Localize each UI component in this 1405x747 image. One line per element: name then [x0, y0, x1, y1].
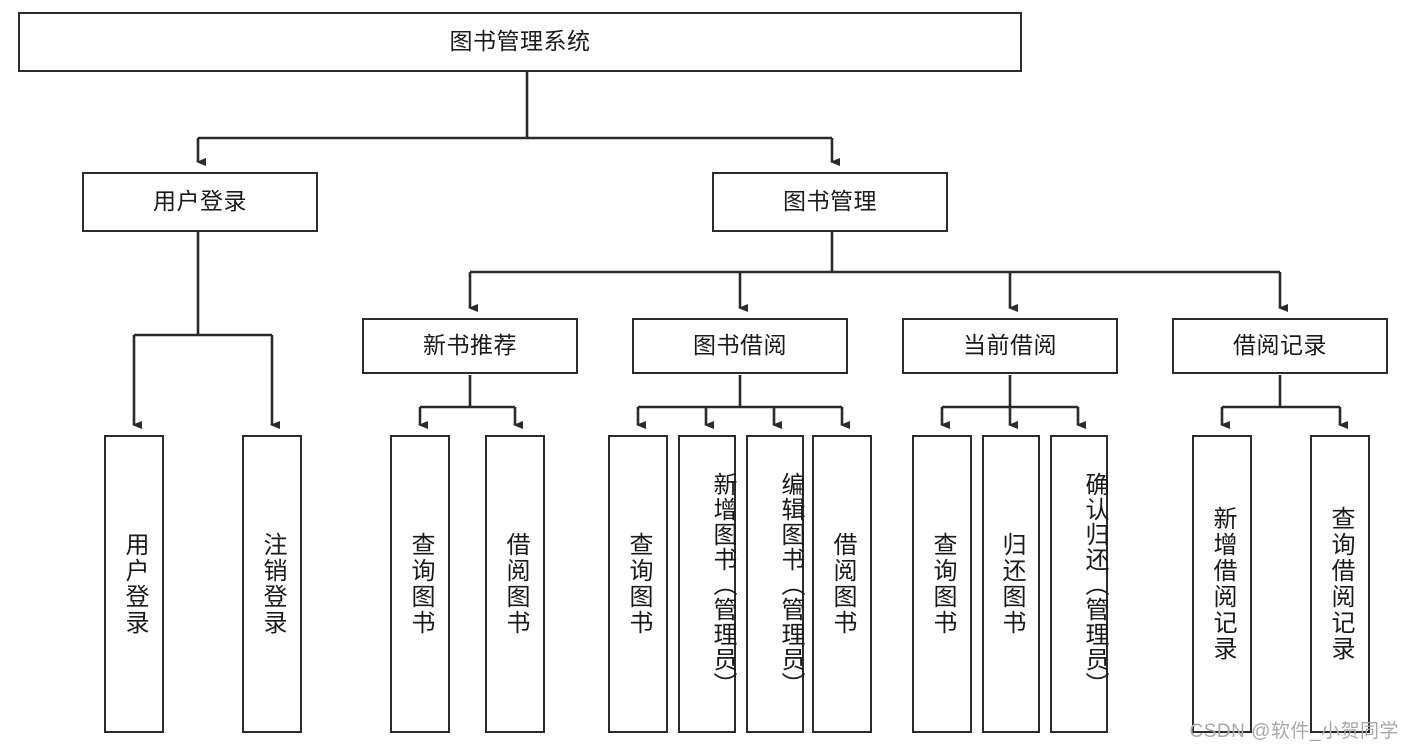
- node-leaf-add-record[interactable]: 新增借阅记录: [1192, 435, 1252, 733]
- node-root-label: 图书管理系统: [449, 28, 591, 55]
- node-book-manage[interactable]: 图书管理: [712, 172, 948, 232]
- node-new-book-recommend-label: 新书推荐: [423, 332, 517, 359]
- node-leaf-return-book-label: 归还图书: [998, 532, 1025, 636]
- node-book-borrow-label: 图书借阅: [693, 332, 787, 359]
- node-leaf-borrow-book-1[interactable]: 借阅图书: [485, 435, 545, 733]
- node-leaf-borrow-book-1-label: 借阅图书: [502, 532, 529, 636]
- node-book-borrow[interactable]: 图书借阅: [632, 318, 848, 374]
- node-borrow-record-label: 借阅记录: [1233, 332, 1327, 359]
- node-leaf-user-login-label: 用户登录: [121, 532, 148, 636]
- node-leaf-query-book-1-label: 查询图书: [407, 532, 434, 636]
- node-leaf-confirm-return[interactable]: 确认归还（管理员）: [1050, 435, 1108, 733]
- node-current-borrow-label: 当前借阅: [963, 332, 1057, 359]
- watermark-text: CSDN @软件_小贺同学: [1189, 721, 1399, 742]
- node-leaf-query-record[interactable]: 查询借阅记录: [1310, 435, 1370, 733]
- node-leaf-add-book-label: 新增图书（管理员）: [709, 471, 736, 697]
- node-leaf-confirm-return-label: 确认归还（管理员）: [1081, 471, 1108, 697]
- node-leaf-add-book[interactable]: 新增图书（管理员）: [678, 435, 736, 733]
- node-leaf-query-book-2[interactable]: 查询图书: [608, 435, 668, 733]
- node-leaf-edit-book-label: 编辑图书（管理员）: [777, 471, 804, 697]
- node-leaf-return-book[interactable]: 归还图书: [982, 435, 1040, 733]
- node-user-login[interactable]: 用户登录: [82, 172, 318, 232]
- node-leaf-borrow-book-2-label: 借阅图书: [829, 532, 856, 636]
- node-leaf-query-record-label: 查询借阅记录: [1327, 506, 1354, 662]
- node-new-book-recommend[interactable]: 新书推荐: [362, 318, 578, 374]
- node-leaf-add-record-label: 新增借阅记录: [1209, 506, 1236, 662]
- node-leaf-edit-book[interactable]: 编辑图书（管理员）: [746, 435, 804, 733]
- node-leaf-borrow-book-2[interactable]: 借阅图书: [812, 435, 872, 733]
- node-leaf-query-book-2-label: 查询图书: [625, 532, 652, 636]
- node-leaf-user-logout-label: 注销登录: [259, 532, 286, 636]
- node-root[interactable]: 图书管理系统: [18, 12, 1022, 72]
- node-borrow-record[interactable]: 借阅记录: [1172, 318, 1388, 374]
- node-leaf-query-book-1[interactable]: 查询图书: [390, 435, 450, 733]
- node-leaf-user-logout[interactable]: 注销登录: [242, 435, 302, 733]
- node-user-login-label: 用户登录: [153, 188, 247, 215]
- node-leaf-user-login[interactable]: 用户登录: [104, 435, 164, 733]
- node-current-borrow[interactable]: 当前借阅: [902, 318, 1118, 374]
- node-leaf-query-book-3-label: 查询图书: [929, 532, 956, 636]
- node-book-manage-label: 图书管理: [783, 188, 877, 215]
- node-leaf-query-book-3[interactable]: 查询图书: [912, 435, 972, 733]
